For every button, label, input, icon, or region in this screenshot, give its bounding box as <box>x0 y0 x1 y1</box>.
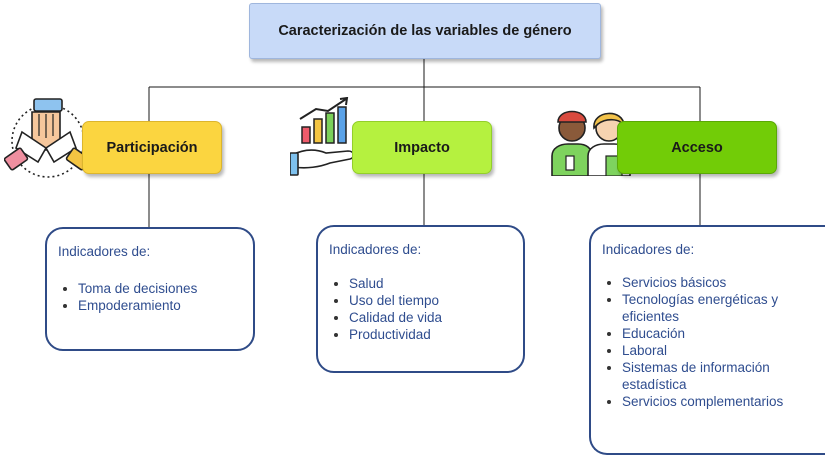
indicators-title: Indicadores de: <box>329 242 422 257</box>
indicator-list: Servicios básicos Tecnologías energética… <box>602 274 815 410</box>
indicators-title: Indicadores de: <box>602 242 695 257</box>
indicator-item: Servicios básicos <box>622 274 815 291</box>
indicator-item: Salud <box>349 275 513 292</box>
category-acceso: Acceso <box>617 121 777 174</box>
indicators-impacto: Indicadores de: Salud Uso del tiempo Cal… <box>316 225 525 373</box>
indicator-item: Toma de decisiones <box>78 280 243 297</box>
category-impacto: Impacto <box>352 121 492 174</box>
root-node: Caracterización de las variables de géne… <box>249 3 601 59</box>
indicators-participacion: Indicadores de: Toma de decisiones Empod… <box>45 227 255 351</box>
indicator-item: Tecnologías energéticas y eficientes <box>622 291 815 325</box>
category-label: Acceso <box>671 139 723 156</box>
indicator-list: Salud Uso del tiempo Calidad de vida Pro… <box>329 275 513 343</box>
indicator-item: Empoderamiento <box>78 297 243 314</box>
indicator-item: Laboral <box>622 342 815 359</box>
indicator-item: Productividad <box>349 326 513 343</box>
indicator-item: Servicios complementarios <box>622 393 815 410</box>
indicator-list: Toma de decisiones Empoderamiento <box>58 280 243 314</box>
hand-growth-chart-icon <box>290 97 355 176</box>
indicators-acceso: Indicadores de: Servicios básicos Tecnol… <box>589 225 825 455</box>
indicator-item: Uso del tiempo <box>349 292 513 309</box>
category-label: Participación <box>106 139 198 156</box>
indicator-item: Sistemas de información estadística <box>622 359 815 393</box>
category-participacion: Participación <box>82 121 222 174</box>
indicator-item: Educación <box>622 325 815 342</box>
indicator-item: Calidad de vida <box>349 309 513 326</box>
category-label: Impacto <box>394 139 450 156</box>
indicators-title: Indicadores de: <box>58 244 151 259</box>
root-title: Caracterización de las variables de géne… <box>278 22 572 39</box>
